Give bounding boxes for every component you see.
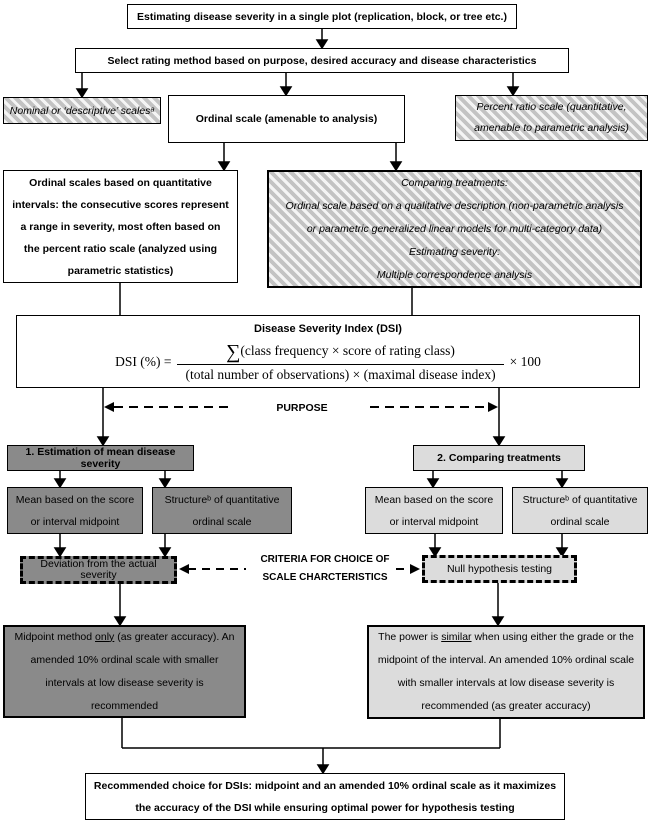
box-ordinal-scale: Ordinal scale (amenable to analysis) bbox=[168, 95, 405, 143]
underlined-word: similar bbox=[441, 631, 472, 643]
formula-rhs: × 100 bbox=[509, 354, 541, 369]
label-criteria-line2: SCALE CHARCTERISTICS bbox=[262, 572, 388, 583]
box-select-rating-method: Select rating method based on purpose, d… bbox=[75, 48, 569, 73]
box-estimation-mean-severity: 1. Estimation of mean disease severity bbox=[7, 445, 194, 471]
box-structure-left: Structureᵇ of quantitative ordinal scale bbox=[152, 487, 292, 534]
formula-numerator: ∑(class frequency × score of rating clas… bbox=[226, 341, 455, 363]
formula-denominator: (total number of observations) × (maxima… bbox=[177, 364, 504, 383]
box-estimating-severity: Estimating disease severity in a single … bbox=[127, 4, 517, 29]
box-final-recommendation: Recommended choice for DSIs: midpoint an… bbox=[85, 773, 565, 820]
box-recommendation-left: Midpoint method only (as greater accurac… bbox=[3, 625, 246, 718]
formula-lhs: DSI (%) = bbox=[115, 354, 172, 369]
qual-line: Estimating severity: bbox=[408, 245, 501, 258]
box-quantitative-ordinal: Ordinal scales based on quantitative int… bbox=[3, 170, 238, 283]
box-comparing-treatments: 2. Comparing treatments bbox=[413, 445, 585, 471]
qual-line: Multiple correspondence analysis bbox=[376, 268, 533, 281]
label-criteria: CRITERIA FOR CHOICE OF SCALE CHARCTERIST… bbox=[240, 551, 410, 587]
box-recommendation-right: The power is similar when using either t… bbox=[367, 625, 645, 719]
box-deviation-actual-severity: Deviation from the actual severity bbox=[20, 556, 177, 584]
box-null-hypothesis: Null hypothesis testing bbox=[422, 555, 577, 583]
box-percent-ratio-scale: Percent ratio scale (quantitative, amena… bbox=[455, 95, 648, 141]
box-nominal-scales: Nominal or ‘descriptive’ scalesᵃ bbox=[3, 97, 161, 124]
box-structure-right: Structureᵇ of quantitative ordinal scale bbox=[512, 487, 648, 534]
label-criteria-line1: CRITERIA FOR CHOICE OF bbox=[260, 554, 390, 565]
qual-line: Comparing treatments: bbox=[401, 176, 508, 189]
box-mean-score-left: Mean based on the score or interval midp… bbox=[7, 487, 143, 534]
sigma-symbol: ∑ bbox=[226, 341, 241, 363]
recommendation-right-text: The power is similar when using either t… bbox=[377, 631, 635, 712]
recommendation-left-text: Midpoint method only (as greater accurac… bbox=[14, 630, 235, 712]
box-mean-score-right: Mean based on the score or interval midp… bbox=[365, 487, 503, 534]
box-qualitative-ordinal: Comparing treatments: Ordinal scale base… bbox=[267, 170, 642, 288]
dsi-title: Disease Severity Index (DSI) bbox=[254, 323, 402, 335]
formula-fraction: ∑(class frequency × score of rating clas… bbox=[177, 341, 504, 383]
dsi-formula: DSI (%) = ∑(class frequency × score of r… bbox=[115, 341, 541, 383]
underlined-word: only bbox=[95, 630, 115, 643]
box-dsi-formula: Disease Severity Index (DSI) DSI (%) = ∑… bbox=[16, 315, 640, 388]
label-purpose: PURPOSE bbox=[276, 402, 328, 414]
qual-line: or parametric generalized linear models … bbox=[306, 222, 603, 235]
qual-line: Ordinal scale based on a qualitative des… bbox=[285, 199, 624, 212]
